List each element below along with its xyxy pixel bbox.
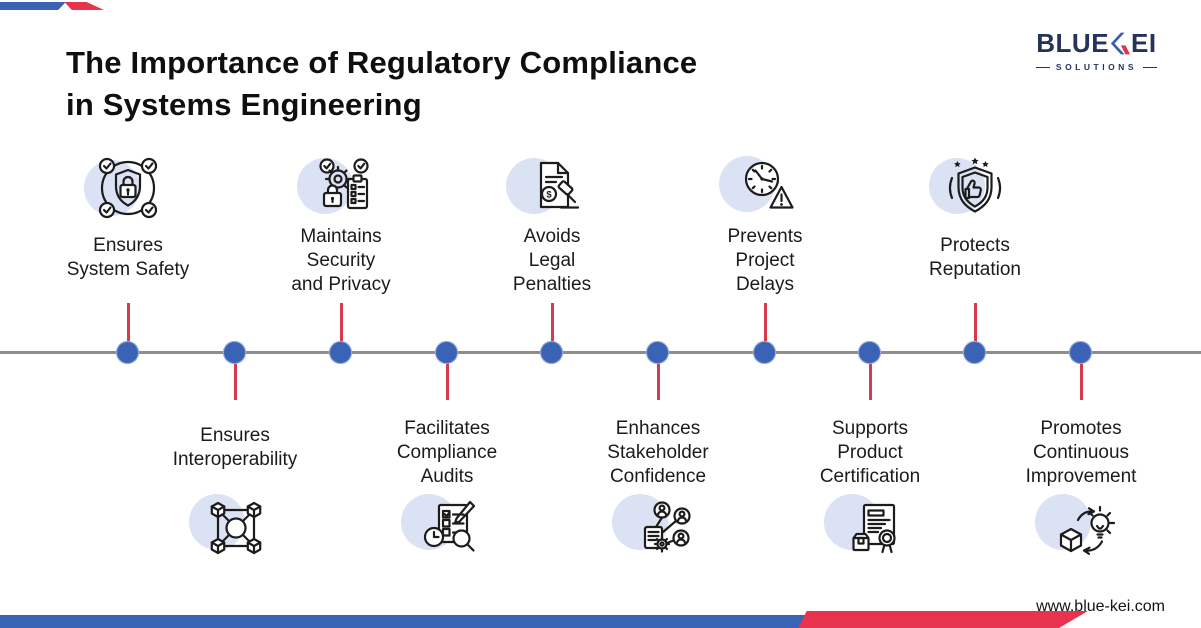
clock-warning-icon (719, 150, 801, 222)
certificate-seal-box-icon (824, 492, 906, 564)
logo-chevron-k-icon (1110, 32, 1131, 55)
audit-checklist-magnifier-icon (401, 492, 483, 564)
timeline-node-6 (646, 341, 669, 364)
logo-text-blue: BLUE (1036, 28, 1110, 58)
timeline-node-10 (1069, 341, 1092, 364)
item-label-ensures-interoperability: Ensures Interoperability (172, 425, 298, 470)
timeline-node-7 (753, 341, 776, 364)
item-label-ensures-system-safety: Ensures System Safety (66, 235, 190, 280)
website-url: www.blue-kei.com (1036, 598, 1165, 615)
top-left-blue-stripe (0, 2, 66, 10)
shield-lock-checks-icon (84, 152, 164, 224)
timeline-node-9 (963, 341, 986, 364)
svg-text:$: $ (546, 190, 552, 201)
timeline-node-8 (858, 341, 881, 364)
connector-item-7 (763, 303, 767, 352)
item-label-avoids-legal-penalties: Avoids Legal Penalties (512, 226, 592, 295)
legal-document-gavel-icon: $ (506, 150, 588, 222)
bottom-blue-bar (0, 615, 806, 628)
connector-item-10 (1079, 353, 1083, 400)
tagline-dash-right (1143, 66, 1157, 68)
box-bulb-cycle-icon (1035, 490, 1117, 562)
item-label-enhances-stakeholder-confidence: Enhances Stakeholder Confidence (607, 418, 709, 487)
bottom-red-bar (798, 611, 1088, 628)
timeline-node-5 (540, 341, 563, 364)
connector-item-4 (445, 353, 449, 400)
tagline-dash-left (1035, 66, 1050, 68)
item-label-promotes-continuous-improvement: Promotes Continuous Improvement (1025, 418, 1137, 487)
logo-tagline: SOLUTIONS (1035, 62, 1157, 72)
thumbs-up-shield-icon (929, 152, 1011, 224)
timeline-node-1 (116, 341, 139, 364)
connector-item-3 (339, 303, 343, 352)
bluekei-logo: BLUE EI SOLUTIONS (1035, 28, 1157, 72)
connector-item-9 (973, 303, 977, 352)
connector-item-2 (233, 353, 237, 400)
timeline-line (0, 351, 1201, 354)
connector-item-5 (550, 303, 554, 352)
item-label-prevents-project-delays: Prevents Project Delays (727, 226, 803, 295)
logo-text-ei: EI (1131, 28, 1157, 58)
logo-wordmark: BLUE EI (1036, 28, 1156, 59)
top-left-red-stripe (64, 2, 104, 10)
timeline-node-2 (223, 341, 246, 364)
logo-tagline-text: SOLUTIONS (1055, 62, 1137, 72)
item-label-maintains-security-and-privacy: Maintains Security and Privacy (291, 226, 391, 295)
item-label-supports-product-certification: Supports Product Certification (819, 418, 921, 487)
gear-lock-checklist-icon (297, 152, 377, 224)
connector-item-6 (656, 353, 660, 400)
network-cubes-icon (189, 490, 271, 562)
timeline-node-3 (329, 341, 352, 364)
item-label-facilitates-compliance-audits: Facilitates Compliance Audits (396, 418, 498, 487)
page-title: The Importance of Regulatory Compliance … (66, 45, 698, 123)
connector-item-8 (868, 353, 872, 400)
timeline-node-4 (435, 341, 458, 364)
item-label-protects-reputation: Protects Reputation (929, 235, 1021, 280)
connector-item-1 (126, 303, 130, 352)
stakeholder-network-icon (612, 492, 694, 564)
